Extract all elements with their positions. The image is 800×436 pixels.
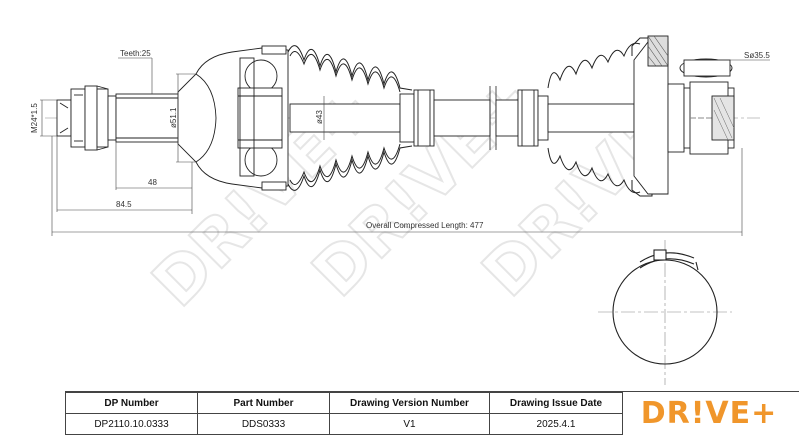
outer-cv-joint xyxy=(177,45,289,191)
title-block: DP Number Part Number Drawing Version Nu… xyxy=(65,391,799,436)
value-part-number: DDS0333 xyxy=(197,413,330,435)
title-block-table: DP Number Part Number Drawing Version Nu… xyxy=(65,392,623,435)
length-84-5-label: 84.5 xyxy=(116,200,132,209)
hub-nut xyxy=(56,85,109,151)
title-block-value-row: DP2110.10.0333 DDS0333 V1 2025.4.1 xyxy=(65,413,623,435)
brand-logo-text: DR!VE+ xyxy=(640,396,778,431)
header-issue-date: Drawing Issue Date xyxy=(489,392,623,414)
value-dp-number: DP2110.10.0333 xyxy=(65,413,198,435)
header-dp-number: DP Number xyxy=(65,392,198,414)
shaft-diameter-label: ø43 xyxy=(315,110,324,124)
dimension-lines xyxy=(40,57,770,236)
outer-boot xyxy=(287,45,413,191)
value-issue-date: 2025.4.1 xyxy=(489,413,623,435)
title-block-header-row: DP Number Part Number Drawing Version Nu… xyxy=(65,392,623,414)
value-drawing-version: V1 xyxy=(329,413,490,435)
shaft-right xyxy=(495,89,635,147)
length-48-label: 48 xyxy=(148,178,157,187)
splined-stub xyxy=(107,93,179,143)
thread-dimension-label: M24*1.5 xyxy=(30,103,39,133)
brand-logo: DR!VE+ xyxy=(620,392,798,435)
inner-diameter-label: ø51.1 xyxy=(169,107,178,128)
shaft-left xyxy=(289,89,491,147)
teeth-label: Teeth:25 xyxy=(120,49,151,58)
header-part-number: Part Number xyxy=(197,392,330,414)
overall-length-label: Overall Compressed Length: 477 xyxy=(366,221,484,230)
header-drawing-version: Drawing Version Number xyxy=(329,392,490,414)
sphere-diameter-label: Sø35.5 xyxy=(744,51,770,60)
inner-cv-joint xyxy=(633,35,735,195)
clamp-end-view xyxy=(598,240,732,385)
